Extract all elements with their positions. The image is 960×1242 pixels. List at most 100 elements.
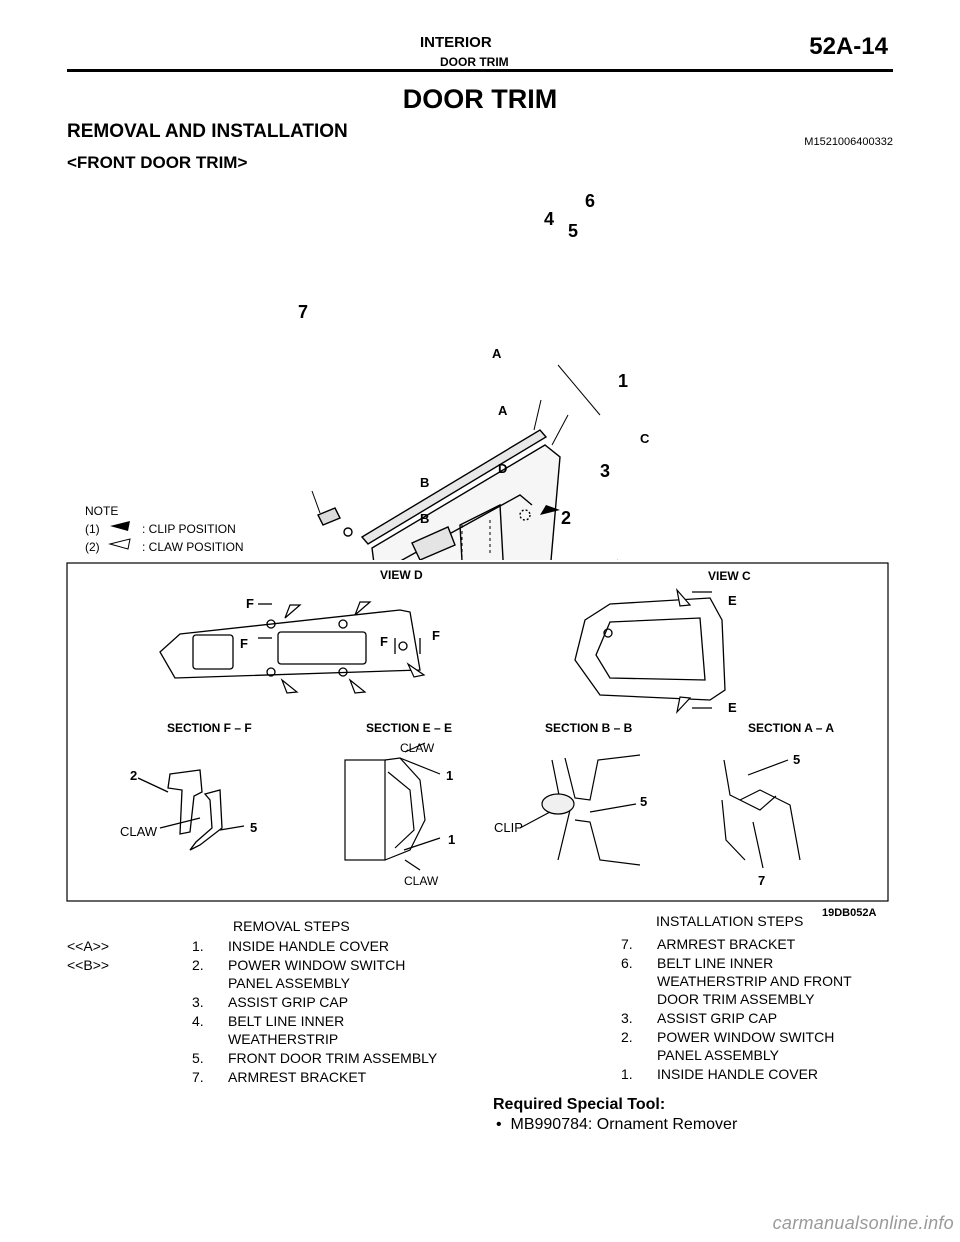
callout-6: 6 — [585, 191, 595, 211]
document-id: M1521006400332 — [804, 136, 893, 148]
step-row: 3. ASSIST GRIP CAP — [621, 1009, 907, 1027]
page-title: DOOR TRIM — [402, 84, 558, 114]
step-text-line: ARMREST BRACKET — [657, 936, 796, 952]
front-door-trim-label: <FRONT DOOR TRIM> — [67, 153, 248, 172]
trim-panel-shape — [371, 444, 561, 560]
step-row: 3.ASSIST GRIP CAP — [192, 993, 478, 1011]
letter-a-lower: A — [498, 403, 508, 418]
view-d-panel-shape — [159, 609, 421, 679]
step-text: ARMREST BRACKET — [228, 1068, 478, 1086]
step-text-line: POWER WINDOW SWITCH — [228, 957, 406, 973]
step-text-line: ARMREST BRACKET — [228, 1069, 367, 1085]
step-text: ASSIST GRIP CAP — [657, 1009, 907, 1027]
note-1-num: (1) — [85, 522, 100, 536]
section-ee-claw-top: CLAW — [400, 741, 435, 755]
section-bb-5: 5 — [640, 794, 647, 809]
step-row: 7.ARMREST BRACKET — [621, 935, 907, 953]
letter-d: D — [498, 461, 507, 476]
section-aa-label: SECTION A – A — [748, 721, 834, 735]
step-text-line: PANEL ASSEMBLY — [657, 1047, 779, 1063]
step-number: 7. — [192, 1069, 204, 1085]
view-d-f1: F — [246, 596, 254, 611]
step-row: 4. BELT LINE INNER WEATHERSTRIP — [192, 1012, 478, 1048]
step-number: 3. — [621, 1010, 633, 1026]
letter-c: C — [640, 431, 650, 446]
step-text-line: ASSIST GRIP CAP — [228, 994, 349, 1010]
step-number: 2. — [192, 957, 204, 973]
section-aa-5: 5 — [793, 752, 800, 767]
header-subsection: DOOR TRIM — [440, 55, 509, 69]
callout-3: 3 — [600, 461, 610, 481]
section-bb-clip: CLIP — [494, 820, 523, 835]
inside-handle-recess — [411, 526, 456, 560]
watermark: carmanualsonline.info — [772, 1213, 954, 1233]
step-row: <<A>> 1. INSIDE HANDLE COVER — [67, 937, 478, 955]
step-text: FRONT DOOR TRIM ASSEMBLY — [228, 1049, 478, 1067]
note-1-text: : CLIP POSITION — [142, 522, 236, 536]
section-ff-2: 2 — [130, 768, 137, 783]
step-text: INSIDE HANDLE COVER — [657, 1065, 907, 1083]
callout-5: 5 — [568, 221, 578, 241]
step-row: 7. ARMREST BRACKET — [192, 1068, 478, 1086]
installation-heading: INSTALLATION STEPS — [656, 913, 804, 929]
view-c-handle-shape — [574, 597, 726, 701]
step-text-line: BELT LINE INNER — [228, 1013, 345, 1029]
step-tag: <<A>> — [67, 938, 110, 954]
step-number: 6. — [621, 955, 633, 971]
section-ee-1-bottom: 1 — [448, 832, 455, 847]
note-2-text: : CLAW POSITION — [142, 540, 244, 554]
step-text: ASSIST GRIP CAP — [228, 993, 478, 1011]
callout-4: 4 — [544, 209, 554, 229]
letter-b-lower: B — [420, 511, 429, 526]
step-text: POWER WINDOW SWITCH PANEL ASSEMBLY — [228, 956, 478, 992]
step-number: 1. — [192, 938, 204, 954]
step-row: 1.INSIDE HANDLE COVER — [621, 1065, 907, 1083]
section-ee-1-top: 1 — [446, 768, 453, 783]
step-text: INSIDE HANDLE COVER — [228, 937, 478, 955]
special-tool-heading: Required Special Tool: — [493, 1096, 666, 1113]
step-text: ARMREST BRACKET — [657, 935, 907, 953]
view-d-label: VIEW D — [380, 568, 423, 582]
letter-a-upper: A — [492, 346, 502, 361]
view-d-f2: F — [240, 636, 248, 651]
view-c-e-bottom: E — [728, 700, 737, 715]
letter-b-upper: B — [420, 475, 429, 490]
clip-arrow-icon — [110, 521, 130, 531]
special-tool-item: • MB990784: Ornament Remover — [496, 1116, 737, 1134]
special-tool-text: MB990784: Ornament Remover — [510, 1116, 738, 1133]
step-text-line: INSIDE HANDLE COVER — [228, 938, 390, 954]
section-ee-claw-bottom: CLAW — [404, 874, 439, 888]
step-text-line: WEATHERSTRIP — [228, 1031, 339, 1047]
note-title: NOTE — [85, 504, 118, 518]
step-number: 2. — [621, 1029, 633, 1045]
step-number: 4. — [192, 1013, 204, 1029]
step-text: BELT LINE INNER WEATHERSTRIP — [228, 1012, 478, 1048]
armrest-bracket-shape — [317, 507, 341, 526]
section-ff-5: 5 — [250, 820, 257, 835]
view-c-e-top: E — [728, 593, 737, 608]
removal-heading: REMOVAL STEPS — [233, 918, 350, 934]
note-2-num: (2) — [85, 540, 100, 554]
step-text-line: ASSIST GRIP CAP — [657, 1010, 778, 1026]
step-text-line: BELT LINE INNER — [657, 955, 774, 971]
claw-arrow-icon — [108, 538, 131, 550]
exploded-diagram: 1 2 3 4 5 6 7 A A B B C D NOTE (1) : CLI… — [85, 191, 650, 560]
step-text-line: INSIDE HANDLE COVER — [657, 1066, 819, 1082]
step-text-line: WEATHERSTRIP AND FRONT — [657, 973, 852, 989]
section-ff-claw: CLAW — [120, 824, 158, 839]
step-row: 5.FRONT DOOR TRIM ASSEMBLY — [192, 1049, 478, 1067]
view-d-f4: F — [432, 628, 440, 643]
figure-id: 19DB052A — [822, 907, 876, 919]
bullet-icon: • — [496, 1116, 511, 1133]
view-d-f3: F — [380, 634, 388, 649]
page-number: 52A-14 — [809, 33, 888, 60]
header-rule — [67, 69, 893, 72]
section-subtitle: REMOVAL AND INSTALLATION — [67, 121, 348, 142]
step-text-line: FRONT DOOR TRIM ASSEMBLY — [228, 1050, 438, 1066]
callout-2: 2 — [561, 508, 571, 528]
step-text-line: PANEL ASSEMBLY — [228, 975, 350, 991]
